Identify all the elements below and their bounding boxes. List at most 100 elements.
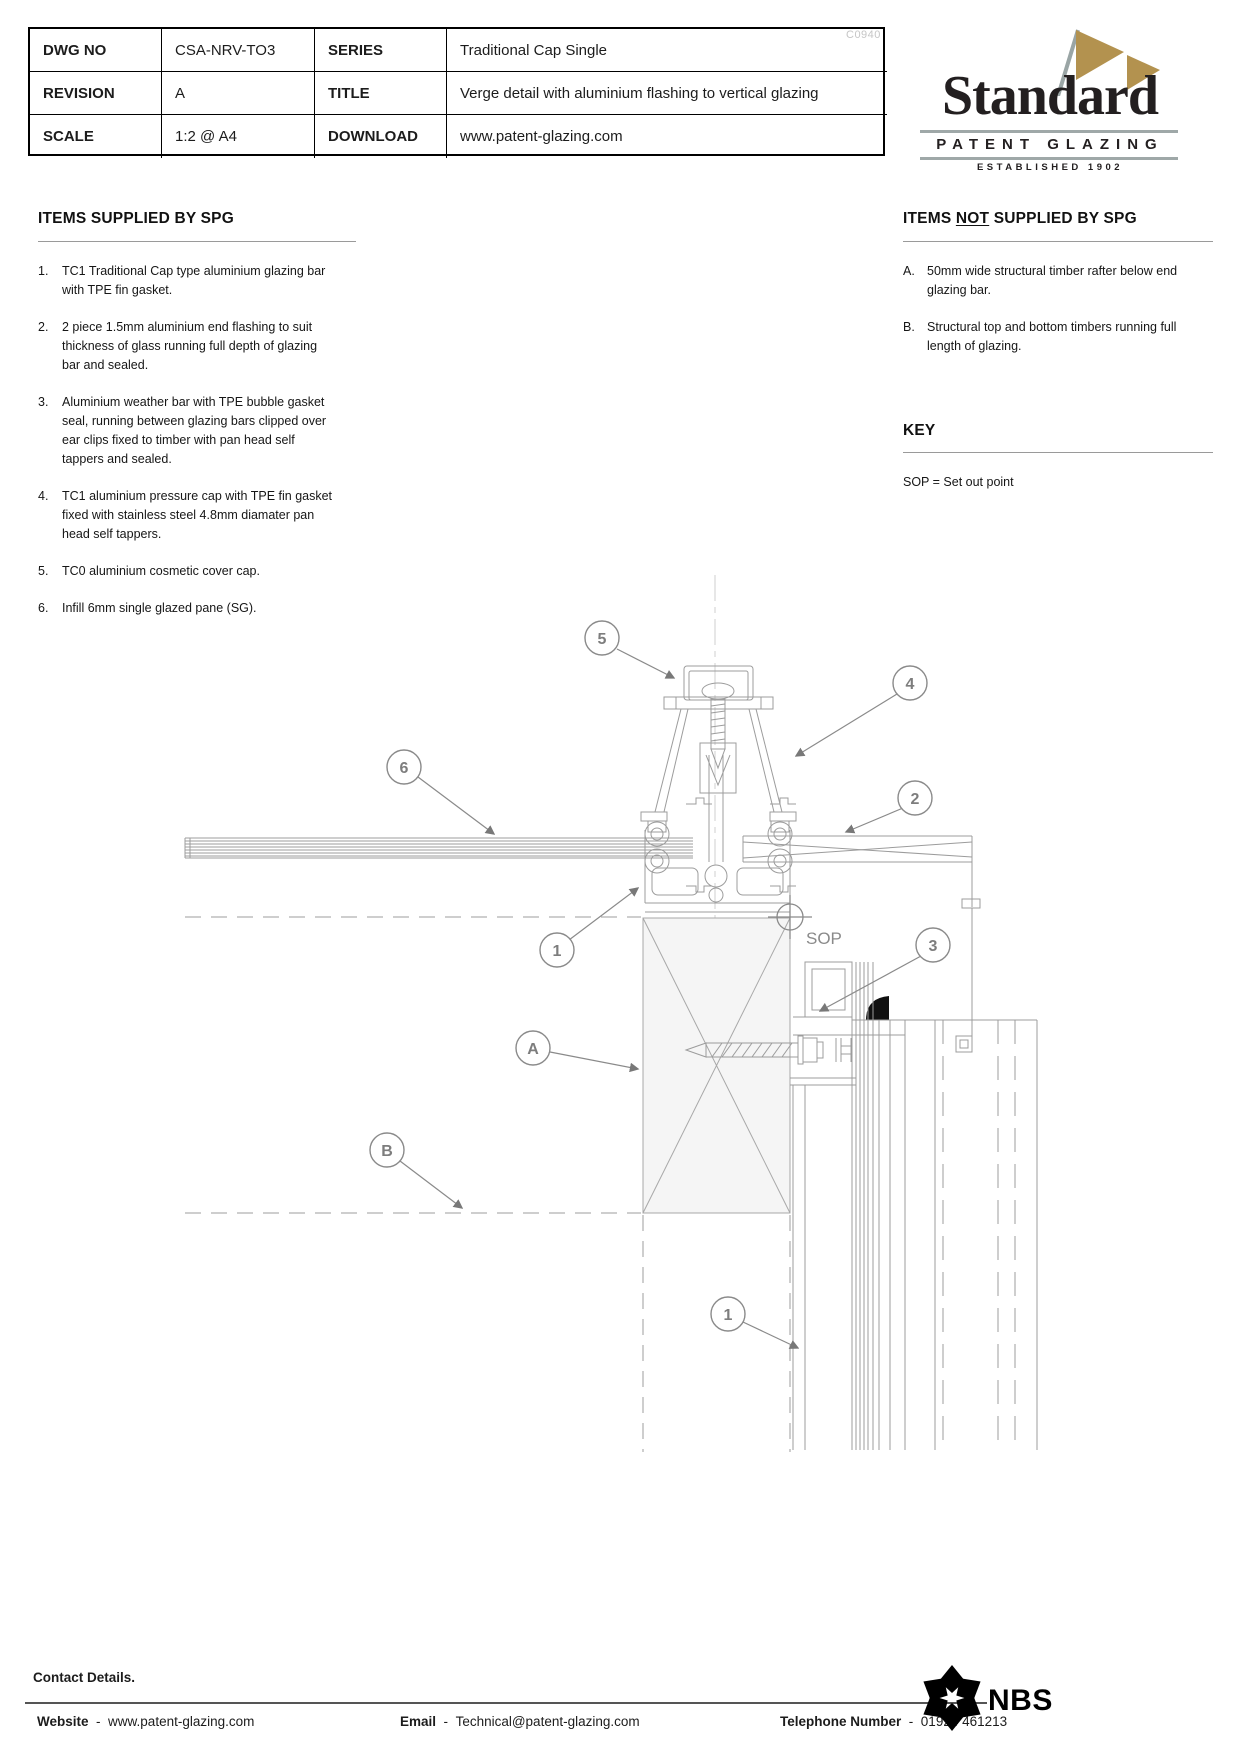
- left-glass-pane: [184, 837, 693, 859]
- footer-rule: [25, 1702, 987, 1704]
- callout-1-lower: 1: [710, 1296, 746, 1332]
- logo-rule-top: [920, 130, 1178, 133]
- title-value: Verge detail with aluminium flashing to …: [447, 72, 887, 115]
- supplied-item-2: 2. 2 piece 1.5mm aluminium end flashing …: [38, 318, 338, 375]
- item-text: Structural top and bottom timbers runnin…: [927, 320, 1177, 353]
- download-link[interactable]: www.patent-glazing.com: [460, 128, 623, 145]
- supplied-item-3: 3. Aluminium weather bar with TPE bubble…: [38, 393, 338, 469]
- glazing-bar-profile: [644, 755, 791, 913]
- leader-b: [399, 1160, 464, 1209]
- ear-clip-right: [770, 797, 796, 805]
- logo-tagline: PATENT GLAZING: [936, 136, 1164, 153]
- key-entry: SOP = Set out point: [903, 475, 1014, 489]
- email-label: Email: [400, 1714, 437, 1729]
- supplied-item-1: 1. TC1 Traditional Cap type aluminium gl…: [38, 262, 338, 300]
- logo-established: ESTABLISHED 1902: [976, 162, 1124, 173]
- email-link[interactable]: Technical@patent-glazing.com: [455, 1714, 640, 1729]
- items-supplied-rule: [38, 241, 356, 242]
- items-supplied-heading: ITEMS SUPPLIED BY SPG: [38, 210, 234, 227]
- item-number: 4.: [38, 489, 49, 503]
- flag-icon: [1056, 29, 1160, 96]
- items-not-supplied-heading: ITEMS NOT SUPPLIED BY SPG: [903, 210, 1137, 227]
- leader-2: [844, 807, 904, 834]
- svg-text:5: 5: [598, 631, 607, 648]
- item-number: 3.: [38, 395, 49, 409]
- scale-label: SCALE: [30, 115, 162, 158]
- item-text: Aluminium weather bar with TPE bubble ga…: [62, 395, 327, 466]
- cap-screw: [699, 682, 737, 794]
- website-sep: -: [96, 1714, 101, 1729]
- sop-label: SOP: [806, 929, 842, 948]
- callout-a: A: [515, 1030, 551, 1066]
- callout-6: 6: [386, 749, 422, 785]
- svg-text:1: 1: [553, 943, 562, 960]
- nbs-logo: NBS: [920, 1662, 1090, 1738]
- ear-clip-left-lower: [686, 885, 712, 893]
- supplied-item-5: 5. TC0 aluminium cosmetic cover cap.: [38, 562, 338, 581]
- timber-fixing-screw: [684, 1035, 857, 1086]
- revision-value: A: [162, 72, 315, 115]
- callouts: 5 4 6 2 1 3 A B: [369, 620, 951, 1332]
- verge-detail-drawing: SOP 5 4 6 2 1: [184, 575, 1038, 1452]
- leader-1-lower: [742, 1321, 800, 1349]
- item-text: 2 piece 1.5mm aluminium end flashing to …: [62, 320, 318, 372]
- timber-rafter: [642, 917, 791, 1214]
- spg-logo: Standard PATENT GLAZING ESTABLISHED 1902: [918, 24, 1182, 174]
- series-value: Traditional Cap Single: [447, 29, 887, 72]
- callout-4: 4: [892, 665, 928, 701]
- items-not-supplied-section: ITEMS NOT SUPPLIED BY SPG A. 50mm wide s…: [903, 210, 1213, 374]
- drawing-meta-table: DWG NO CSA-NRV-TO3 SERIES Traditional Ca…: [28, 27, 887, 158]
- revision-label: REVISION: [30, 72, 162, 115]
- leader-6: [417, 776, 496, 835]
- svg-text:4: 4: [906, 676, 915, 693]
- nbs-wordmark: NBS: [988, 1684, 1053, 1717]
- nbs-flower-icon: [923, 1665, 981, 1731]
- not-supplied-item-a: A. 50mm wide structural timber rafter be…: [903, 262, 1213, 300]
- callout-b: B: [369, 1132, 405, 1168]
- leader-4: [794, 693, 898, 757]
- item-text: Infill 6mm single glazed pane (SG).: [62, 601, 257, 615]
- leader-lines: [399, 648, 922, 1349]
- item-text: TC1 aluminium pressure cap with TPE fin …: [62, 489, 333, 541]
- item-letter: B.: [903, 320, 915, 334]
- footer-website: Website - www.patent-glazing.com: [37, 1714, 254, 1729]
- pressure-cap: [640, 696, 797, 833]
- dwg-no-label: DWG NO: [30, 29, 162, 72]
- item-text: TC0 aluminium cosmetic cover cap.: [62, 564, 260, 578]
- bubble-gasket-seal: [866, 996, 889, 1020]
- website-link[interactable]: www.patent-glazing.com: [108, 1714, 255, 1729]
- footer-phone: Telephone Number - 01924 461213: [780, 1714, 1007, 1729]
- logo-rule-bottom: [920, 157, 1178, 160]
- not-supplied-item-b: B. Structural top and bottom timbers run…: [903, 318, 1213, 356]
- leader-a: [549, 1051, 640, 1073]
- title-label: TITLE: [315, 72, 447, 115]
- svg-text:B: B: [381, 1143, 393, 1160]
- email-sep: -: [443, 1714, 449, 1729]
- item-number: 1.: [38, 264, 49, 278]
- cosmetic-cover-cap: [683, 665, 754, 701]
- key-section: KEY SOP = Set out point: [903, 422, 1213, 492]
- item-text: TC1 Traditional Cap type aluminium glazi…: [62, 264, 326, 297]
- leader-1-upper: [568, 887, 640, 941]
- contact-details-heading: Contact Details.: [33, 1670, 136, 1685]
- phone-label: Telephone Number: [780, 1714, 902, 1729]
- callout-5: 5: [584, 620, 620, 656]
- item-number: 6.: [38, 601, 49, 615]
- flashing-cleat: [955, 1035, 973, 1053]
- series-label: SERIES: [315, 29, 447, 72]
- items-supplied-section: ITEMS SUPPLIED BY SPG 1. TC1 Traditional…: [38, 210, 356, 636]
- items-not-supplied-rule: [903, 241, 1213, 242]
- supplied-item-4: 4. TC1 aluminium pressure cap with TPE f…: [38, 487, 338, 544]
- ear-clip-right-lower: [770, 885, 796, 893]
- sheet-watermark: C0940: [846, 29, 881, 41]
- leader-5: [616, 648, 676, 679]
- item-number: 2.: [38, 320, 49, 334]
- vertical-glazing: [792, 962, 1038, 1450]
- supplied-item-6: 6. Infill 6mm single glazed pane (SG).: [38, 599, 338, 618]
- leader-3: [818, 955, 922, 1012]
- svg-text:6: 6: [400, 760, 409, 777]
- setout-dashed-lines: [185, 916, 791, 1452]
- download-label: DOWNLOAD: [315, 115, 447, 158]
- website-label: Website: [37, 1714, 89, 1729]
- gaskets: [644, 797, 796, 893]
